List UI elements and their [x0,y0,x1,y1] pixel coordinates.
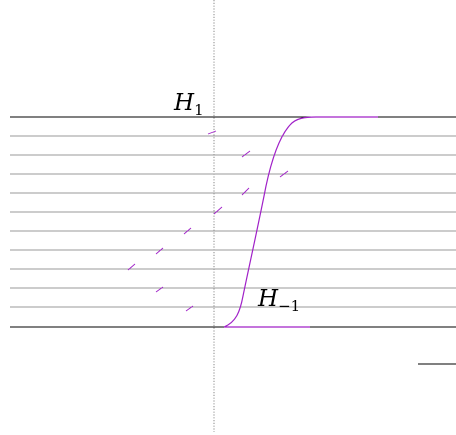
tick-mark [241,187,250,196]
curve-tick-marks [127,130,289,312]
tick-mark [207,130,217,135]
tick-mark [241,150,251,158]
tick-mark [185,305,194,312]
tick-mark [183,227,192,235]
tick-mark [279,170,289,178]
label-h-minus-1-subscript: −1 [278,297,300,315]
label-h-minus-1: H−1 [257,286,300,315]
label-h1-base: H [173,90,195,116]
label-h1: H1 [173,90,204,119]
tick-mark [155,247,164,255]
transition-curve [223,116,378,328]
tick-mark [155,286,164,293]
tick-mark [127,263,136,271]
tick-mark [213,206,223,215]
label-h-minus-1-base: H [257,286,279,312]
label-h1-subscript: 1 [194,101,204,119]
level-lines [10,135,456,308]
